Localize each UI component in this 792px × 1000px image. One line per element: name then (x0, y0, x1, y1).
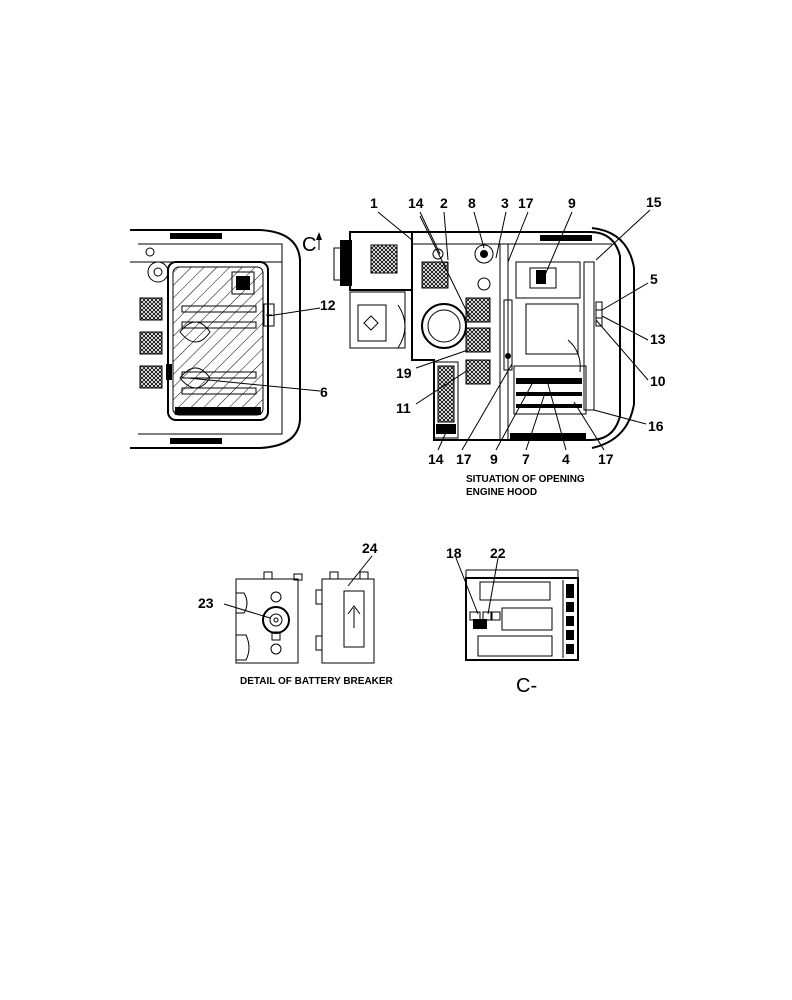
callout-23: 23 (198, 595, 214, 611)
battery-breaker-detail (235, 571, 375, 664)
callout-7: 7 (522, 451, 530, 467)
callout-15: 15 (646, 194, 662, 210)
callout-24: 24 (362, 540, 378, 556)
callout-14-top: 14 (408, 195, 424, 211)
callout-5: 5 (650, 271, 658, 287)
view-mark-bottom: C- (516, 675, 537, 697)
callout-16: 16 (648, 418, 664, 434)
view-marker-c: C (302, 232, 322, 256)
callout-3: 3 (501, 195, 509, 211)
hatched-cover-panel (167, 261, 269, 421)
callout-numbers: 1 14 2 8 3 17 9 15 5 13 10 16 12 6 19 11… (198, 194, 666, 611)
view-mark-top: C (302, 234, 316, 256)
callout-19: 19 (396, 365, 412, 381)
caption-battery-breaker: DETAIL OF BATTERY BREAKER (240, 676, 394, 687)
callout-2: 2 (440, 195, 448, 211)
callout-17-bottom-right: 17 (598, 451, 614, 467)
caption-hood-line2: ENGINE HOOD (466, 487, 537, 498)
callout-9-bottom: 9 (490, 451, 498, 467)
callout-22: 22 (490, 545, 506, 561)
callout-12: 12 (320, 297, 336, 313)
callout-13: 13 (650, 331, 666, 347)
view-c-panel (465, 569, 579, 661)
callout-8: 8 (468, 195, 476, 211)
engine-hood-view (333, 227, 635, 449)
callout-9-top: 9 (568, 195, 576, 211)
callout-17-bottom-left: 17 (456, 451, 472, 467)
leader-lines (187, 209, 651, 619)
callout-6: 6 (320, 384, 328, 400)
caption-hood-line1: SITUATION OF OPENING (466, 474, 585, 485)
callout-4: 4 (562, 451, 570, 467)
callout-10: 10 (650, 373, 666, 389)
captions: SITUATION OF OPENING ENGINE HOOD DETAIL … (240, 474, 585, 697)
callout-17-top: 17 (518, 195, 534, 211)
callout-18: 18 (446, 545, 462, 561)
callout-14-bottom: 14 (428, 451, 444, 467)
callout-1: 1 (370, 195, 378, 211)
rear-view-left (130, 229, 301, 449)
callout-11: 11 (396, 400, 411, 416)
